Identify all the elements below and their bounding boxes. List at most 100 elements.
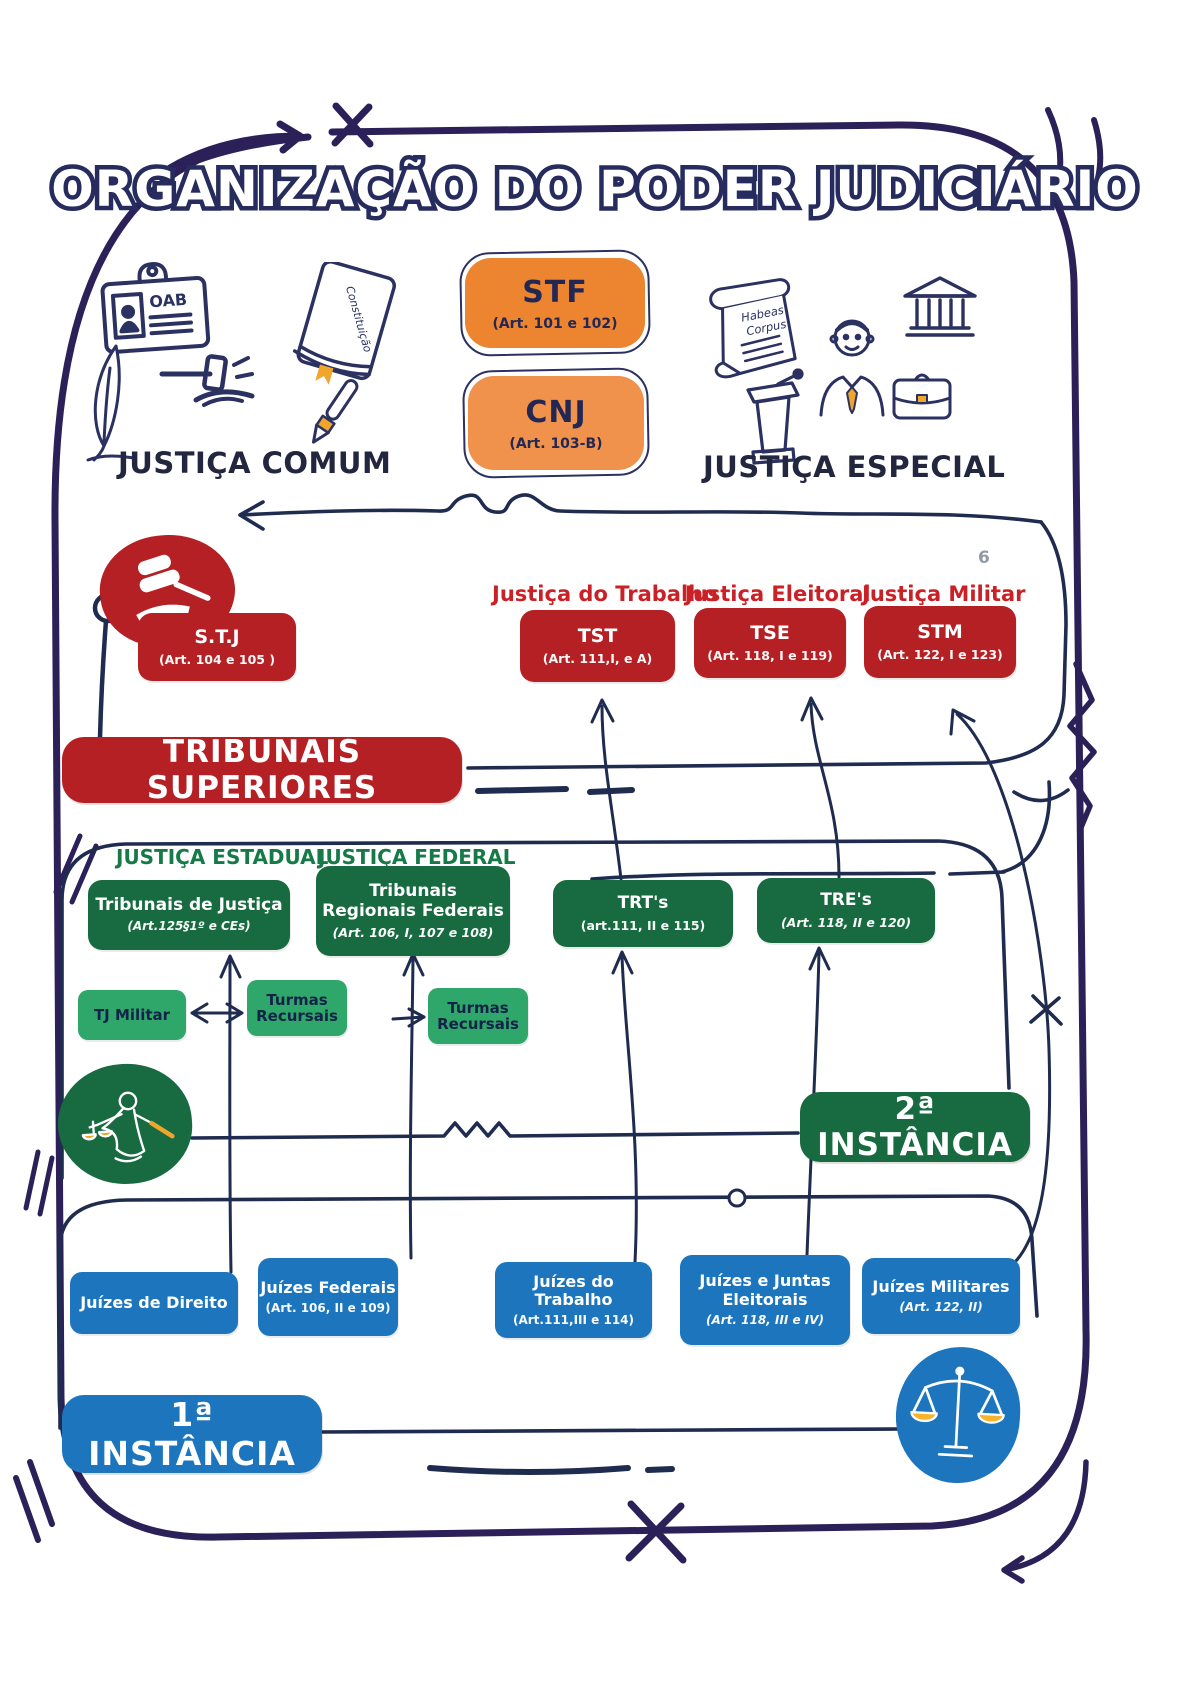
- arrow-trabalho-to-trt: [611, 950, 638, 1264]
- branch-split-arrow: [238, 493, 1043, 531]
- justica-trabalho-label: Justiça do Trabalho: [492, 582, 718, 606]
- habeas-corpus-scroll-icon: Habeas Corpus: [709, 278, 797, 379]
- oab-card-icon: OAB: [100, 262, 211, 354]
- left-mid-hatch-icon: [53, 833, 99, 905]
- tse-box: TSE (Art. 118, I e 119): [694, 608, 846, 678]
- arrow-federais-to-trf: [402, 952, 425, 1260]
- justica-estadual-heading: JUSTIÇA ESTADUAL: [116, 845, 329, 869]
- trt-box: TRT's (art.111, II e 115): [553, 880, 733, 947]
- trt-title: TRT's: [617, 893, 669, 914]
- first-instancia-banner: 1ª INSTÂNCIA: [62, 1395, 322, 1473]
- tribunais-superiores-banner: TRIBUNAIS SUPERIORES: [62, 734, 462, 806]
- stm-box: STM (Art. 122, I e 123): [864, 606, 1016, 678]
- tst-article: (Art. 111,I, e A): [542, 651, 653, 667]
- stf-box: STF (Art. 101 e 102): [465, 258, 645, 348]
- frame-ring-icon: [727, 1188, 747, 1208]
- juizes-militares-title: Juízes Militares: [872, 1276, 1010, 1296]
- arrow-trt-to-tst: [590, 698, 623, 881]
- trf-box: Tribunais Regionais Federais (Art. 106, …: [316, 866, 510, 956]
- stf-title: STF: [522, 274, 588, 310]
- page-title: ORGANIZAÇÃO DO PODER JUDICIÁRIO: [47, 156, 1143, 223]
- bottom-x-icon: [625, 1500, 687, 1564]
- juizes-trabalho-title: Juízes do Trabalho: [533, 1271, 614, 1309]
- first-instance-baseline: [318, 1427, 900, 1434]
- turmas-recursais-1-box: Turmas Recursais: [247, 980, 347, 1036]
- tre-article: (Art. 118, II e 120): [780, 914, 912, 930]
- stj-title: S.T.J: [194, 625, 240, 648]
- turmas-recursais-2-label: Turmas Recursais: [437, 998, 519, 1033]
- left-low-hatch-icon: [23, 1149, 55, 1217]
- stf-article: (Art. 101 e 102): [492, 315, 618, 332]
- scales-icon: [910, 1366, 1005, 1458]
- tre-box: TRE's (Art. 118, II e 120): [757, 878, 935, 943]
- cnj-box: CNJ (Art. 103-B): [468, 376, 644, 470]
- top-arrow-icon: [166, 120, 304, 172]
- juizes-direito-box: Juízes de Direito: [70, 1272, 238, 1334]
- cnj-article: (Art. 103-B): [509, 435, 603, 452]
- superior-level-frame: [92, 493, 1070, 881]
- gavel-icon: [159, 354, 255, 407]
- juizes-federais-box: Juízes Federais (Art. 106, II e 109): [258, 1258, 398, 1336]
- top-x-icon: [331, 102, 374, 148]
- constitution-book-icon: Constituição: [292, 262, 396, 385]
- top-right-hatch-icon: [1045, 107, 1104, 181]
- justica-especial-heading: JUSTIÇA ESPECIAL: [703, 450, 1006, 484]
- arrow-direito-to-tj: [219, 954, 242, 1274]
- scales-badge: [892, 1343, 1024, 1487]
- tj-article: (Art.125§1º e CEs): [127, 919, 251, 934]
- turmas-recursais-1-label: Turmas Recursais: [256, 990, 338, 1025]
- arrow-tre-to-tse: [800, 696, 841, 879]
- juizes-eleitorais-article: (Art. 118, III e IV): [705, 1313, 825, 1328]
- pen-icon: [311, 379, 359, 444]
- bank-building-icon: [903, 276, 977, 337]
- arrow-militares-to-stm: [949, 708, 1052, 1264]
- arrow-tjmilitar-turmas: [190, 1002, 244, 1024]
- briefcase-icon: [892, 373, 952, 420]
- cnj-title: CNJ: [525, 394, 587, 430]
- second-instance-baseline: [190, 1121, 800, 1140]
- turmas-recursais-2-box: Turmas Recursais: [428, 988, 528, 1044]
- lawyer-icon: [819, 319, 885, 417]
- juizes-eleitorais-title: Juízes e Juntas Eleitorais: [699, 1271, 831, 1309]
- justica-federal-heading: JUSTIÇA FEDERAL: [318, 845, 516, 869]
- podium-icon: [746, 368, 804, 465]
- first-instance-frame: [58, 1188, 1039, 1475]
- quill-icon: [86, 344, 136, 462]
- tj-title: Tribunais de Justiça: [95, 895, 283, 916]
- bottom-right-arrow-icon: [1001, 1459, 1089, 1584]
- tst-box: TST (Art. 111,I, e A): [520, 610, 675, 682]
- tribunais-justica-box: Tribunais de Justiça (Art.125§1º e CEs): [88, 880, 290, 950]
- tst-title: TST: [577, 624, 618, 647]
- justica-eleitoral-label: Justiça Eleitoral: [685, 582, 871, 606]
- juizes-federais-title: Juízes Federais: [260, 1277, 396, 1297]
- juizes-militares-box: Juízes Militares (Art. 122, II): [862, 1258, 1020, 1334]
- stm-article: (Art. 122, I e 123): [877, 647, 1003, 663]
- right-zigzag-icon: [1067, 661, 1097, 833]
- stj-article: (Art. 104 e 105 ): [158, 652, 276, 668]
- juizes-eleitorais-box: Juízes e Juntas Eleitorais (Art. 118, II…: [680, 1255, 850, 1345]
- tse-article: (Art. 118, I e 119): [707, 648, 833, 664]
- juizes-trabalho-article: (Art.111,III e 114): [512, 1312, 634, 1327]
- lady-justice-badge: [53, 1059, 197, 1189]
- trf-article: (Art. 106, I, 107 e 108): [332, 924, 494, 940]
- oab-label: OAB: [149, 290, 188, 312]
- juizes-trabalho-box: Juízes do Trabalho (Art.111,III e 114): [495, 1262, 652, 1338]
- tj-militar-label: TJ Militar: [93, 1005, 171, 1024]
- trf-title: Tribunais Regionais Federais: [322, 881, 504, 921]
- arrow-to-turmas-2: [391, 1007, 426, 1028]
- page-border: [13, 102, 1104, 1584]
- tre-title: TRE's: [820, 890, 872, 911]
- justica-comum-heading: JUSTIÇA COMUM: [118, 446, 392, 480]
- connectors: [190, 696, 1052, 1274]
- trt-article: (art.111, II e 115): [580, 917, 706, 933]
- tj-militar-box: TJ Militar: [78, 990, 186, 1040]
- juizes-militares-article: (Art. 122, II): [899, 1299, 983, 1314]
- tse-title: TSE: [750, 621, 790, 644]
- lady-justice-icon: [81, 1091, 175, 1163]
- page-number: 6: [978, 548, 990, 568]
- second-instancia-banner: 2ª INSTÂNCIA: [800, 1091, 1030, 1163]
- stm-title: STM: [917, 620, 963, 643]
- justica-militar-label: Justiça Militar: [862, 582, 1026, 606]
